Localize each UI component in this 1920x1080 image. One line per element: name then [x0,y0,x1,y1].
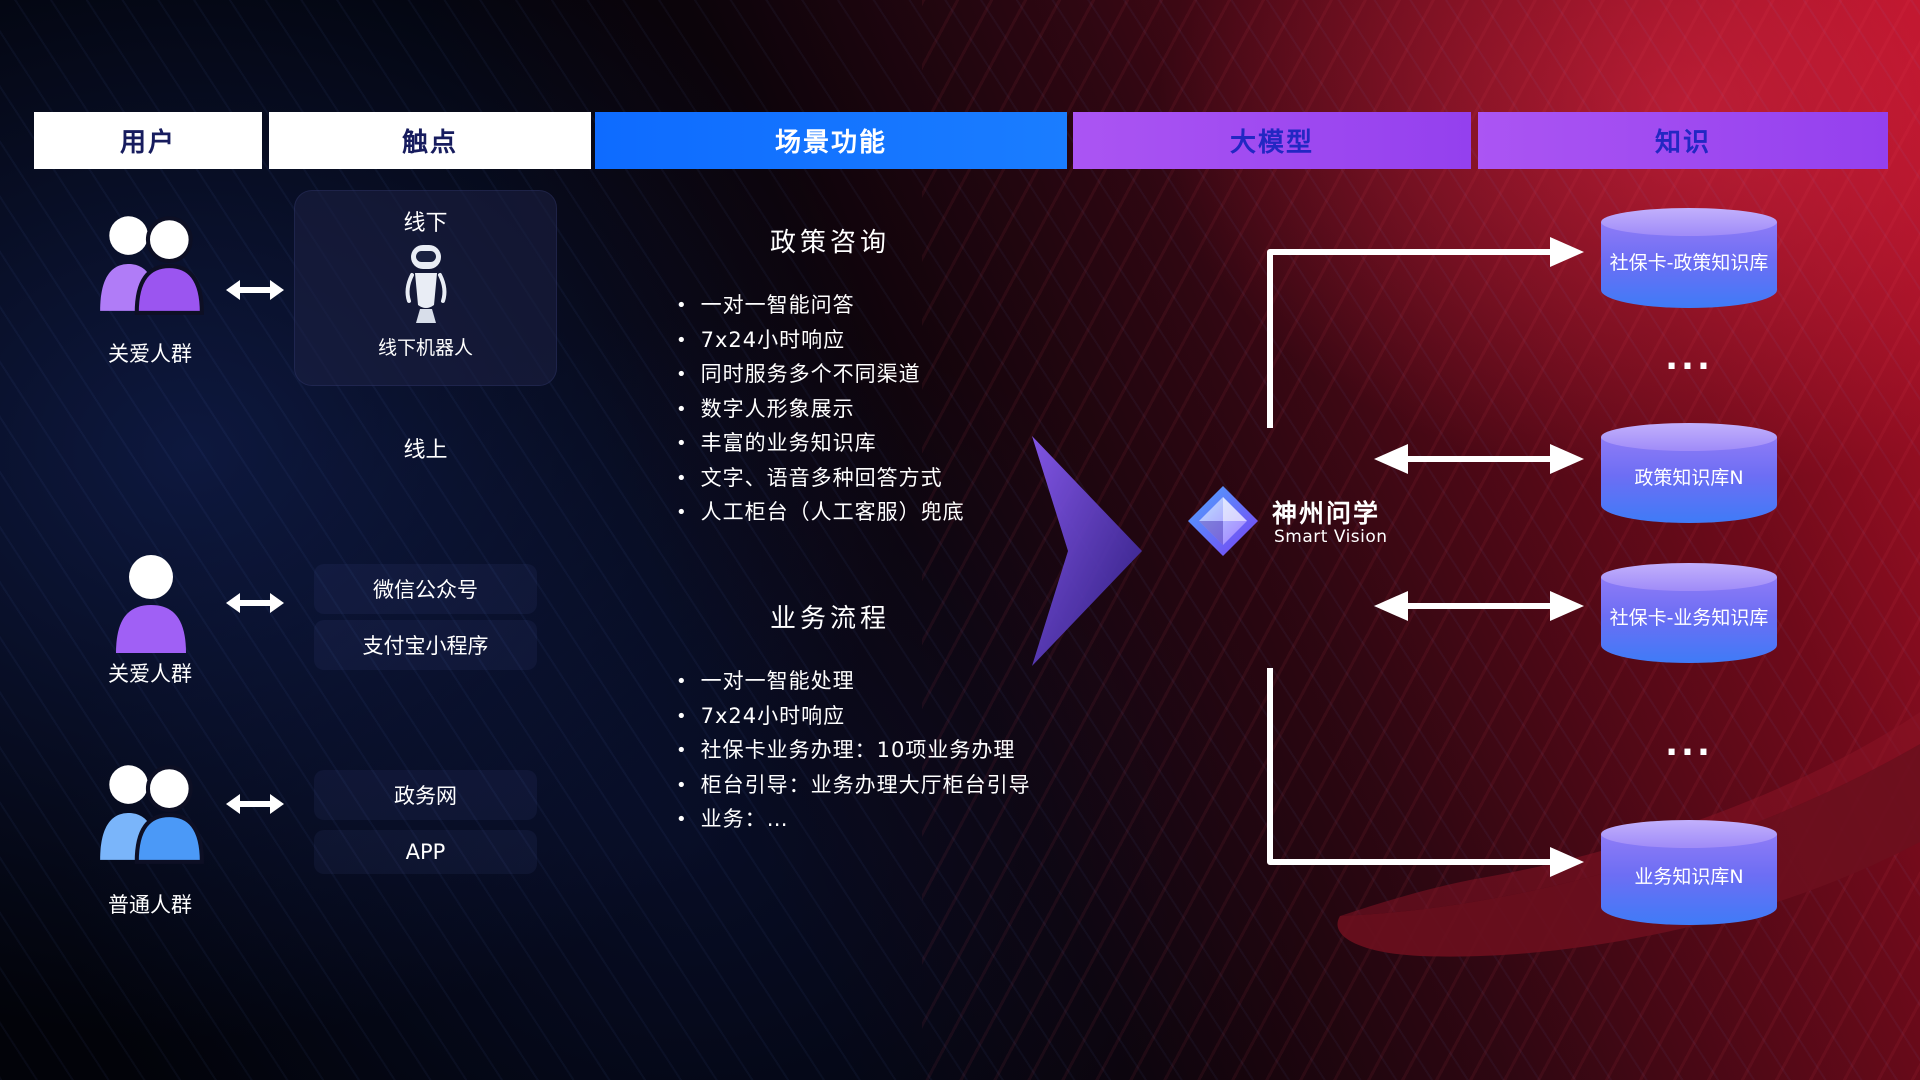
db-label: 业务知识库N [1634,866,1744,888]
knowledge-ellipsis-2: ... [1665,724,1713,764]
bullet-item: 7x24小时响应 [676,324,965,359]
scene-title-policy: 政策咨询 [769,228,890,258]
offline-robot-label: 线下机器人 [377,337,473,359]
user-label-care-1: 关爱人群 [108,342,192,366]
person-icon [116,555,186,653]
offline-touchpoint-card: 线下 线下机器人 [294,190,557,386]
people-group-icon [100,216,204,315]
bullet-item: 7x24小时响应 [676,700,1031,735]
bullet-item: 数字人形象展示 [676,393,965,428]
header-knowledge: 知识 [1478,112,1888,169]
db-policy-knowledge-n: 政策知识库N [1601,423,1777,523]
bullet-item: 丰富的业务知识库 [676,427,965,462]
db-sbk-business-knowledge: 社保卡-业务知识库 [1601,563,1777,663]
left-right-arrow-icon [226,593,284,613]
people-group-icon [100,765,204,864]
db-label: 政策知识库N [1634,466,1744,489]
scene-title-business: 业务流程 [769,604,890,634]
scene-business-bullet-list: 一对一智能处理 7x24小时响应 社保卡业务办理：10项业务办理 柜台引导：业务… [676,665,1031,838]
bullet-item: 文字、语音多种回答方式 [676,462,965,497]
bullet-item: 社保卡业务办理：10项业务办理 [676,734,1031,769]
cylinder-body [1601,834,1777,925]
channel-gov-web: 政务网 [314,770,537,820]
left-right-arrow-icon [226,280,284,300]
cylinder-body [1601,437,1777,523]
channel-app: APP [314,830,537,874]
db-sbk-policy-knowledge: 社保卡-政策知识库 [1601,208,1777,308]
offline-title: 线下 [403,211,448,236]
header-touchpoints: 触点 [269,112,591,169]
header-users: 用户 [34,112,262,169]
channel-wechat: 微信公众号 [314,564,537,614]
cylinder-body [1601,577,1777,663]
scene-policy-bullet-list: 一对一智能问答 7x24小时响应 同时服务多个不同渠道 数字人形象展示 丰富的业… [676,289,965,531]
db-label: 社保卡-业务知识库 [1609,606,1769,629]
knowledge-ellipsis-1: ... [1665,338,1713,378]
header-model: 大模型 [1073,112,1471,169]
bullet-item: 一对一智能处理 [676,665,1031,700]
bullet-item: 柜台引导：业务办理大厅柜台引导 [676,769,1031,804]
bullet-item: 业务：… [676,803,1031,838]
smart-vision-logo-icon [1188,486,1258,556]
user-label-general: 普通人群 [108,893,192,917]
model-name: 神州问学 [1272,499,1381,528]
bullet-item: 一对一智能问答 [676,289,965,324]
model-subtitle: Smart Vision [1274,527,1388,547]
header-scenes: 场景功能 [595,112,1067,169]
robot-icon [405,245,446,323]
flow-arrow [1032,436,1142,666]
channel-alipay: 支付宝小程序 [314,620,537,670]
left-right-arrow-icon [226,794,284,814]
user-label-care-2: 关爱人群 [108,662,192,686]
db-label: 社保卡-政策知识库 [1609,251,1769,274]
db-business-knowledge-n: 业务知识库N [1601,820,1777,925]
bullet-item: 同时服务多个不同渠道 [676,358,965,393]
bullet-item: 人工柜台（人工客服）兜底 [676,496,965,531]
cylinder-body [1601,222,1777,308]
online-title: 线上 [403,438,448,463]
